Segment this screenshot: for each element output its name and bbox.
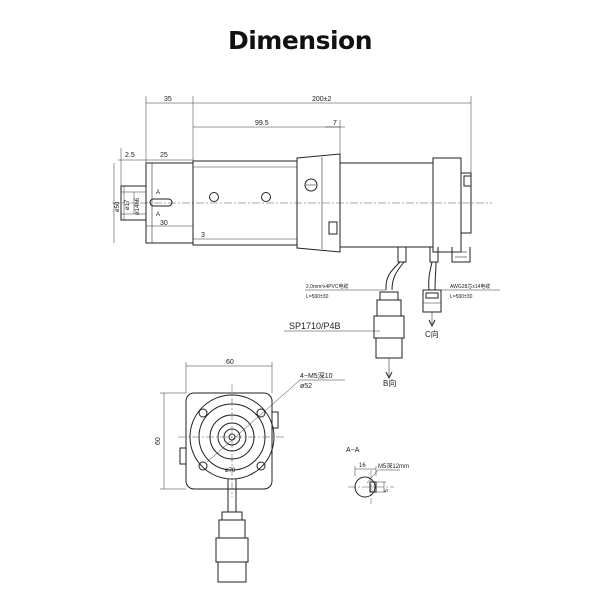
bottom-connector-head [217, 561, 247, 583]
bolt-head [209, 192, 219, 202]
dim-25-label: 25 [160, 152, 168, 159]
dim-5-label: 5 [384, 489, 390, 492]
mount-hole [256, 408, 266, 418]
dim-60-top-label: 60 [226, 359, 234, 366]
set-screw [328, 221, 338, 235]
page-title: Dimension [227, 26, 373, 55]
side-boss [271, 411, 279, 429]
side-dimensions: 35 200±2 99.5 7 2.5 25 30 3 A A ø50 ø17 … [113, 96, 472, 243]
connector-model-label: SP1710/P4B [289, 321, 341, 331]
power-cable-spec: 2.0mm²x4PVC电缆 [306, 283, 349, 290]
bottom-connector-sleeve [218, 519, 246, 539]
section-marker-a: A [156, 212, 160, 218]
encoder-cable-length: L=500±30 [450, 294, 473, 300]
view-b-label: B向 [383, 378, 396, 388]
motor-body [339, 162, 434, 248]
encoder-screw [463, 175, 472, 187]
motor-rear-cover [460, 172, 472, 234]
encoder-gland [429, 247, 439, 263]
dim-3-label: 3 [201, 232, 205, 239]
dim-200-label: 200±2 [312, 96, 332, 103]
dim-phi17-label: ø17 [125, 199, 131, 210]
encoder-cable [428, 261, 433, 291]
connector-housing [451, 247, 471, 263]
dim-16-label: 16 [359, 463, 366, 469]
dim-phi52-label: ø52 [300, 383, 312, 390]
view-c-label: C向 [425, 329, 439, 339]
dim-7-label: 7 [333, 120, 337, 127]
dim-phi70-label: ø70 [225, 468, 236, 474]
mount-hole [198, 461, 208, 471]
section-a-a: A−A 16 M5深12mm 5 [346, 447, 409, 504]
connector-b-body [373, 315, 405, 339]
dim-phi14-label: ø14h6 [135, 197, 141, 215]
dim-phi50-label: ø50 [115, 201, 121, 212]
side-view [112, 153, 492, 380]
dim-30-label: 30 [160, 220, 168, 227]
dim-60-side-label: 60 [155, 437, 162, 445]
power-gland [397, 247, 407, 263]
front-view: 60 60 4−M5深10 ø52 ø70 [155, 359, 345, 583]
power-cable [385, 261, 401, 291]
dim-2-5-label: 2.5 [125, 152, 135, 159]
bottom-connector-body [215, 537, 249, 563]
coupling-housing [296, 153, 341, 253]
shaft-section [354, 476, 376, 498]
side-boss [179, 447, 187, 465]
cable-callouts: 2.0mm²x4PVC电缆 L=500±30 AWG28芯x14电缆 L=500… [284, 283, 500, 388]
dim-35-label: 35 [164, 96, 172, 103]
connector-b-head [375, 337, 403, 359]
power-cable-length: L=500±30 [306, 294, 329, 300]
mount-hole [256, 461, 266, 471]
mount-hole [198, 408, 208, 418]
bolt-spec-label: 4−M5深10 [300, 371, 333, 380]
section-marker-a: A [156, 190, 160, 196]
connector-b-sleeve [376, 299, 402, 317]
keyway [149, 198, 173, 207]
motor-end-cap [432, 157, 462, 253]
front-flange-square [185, 392, 273, 490]
thread-spec-label: M5深12mm [378, 462, 409, 470]
key-section [369, 481, 377, 493]
encoder-cable-spec: AWG28芯x14电缆 [450, 283, 490, 290]
connector-b-nut [379, 291, 399, 301]
section-title: A−A [346, 447, 360, 454]
dim-99-5-label: 99.5 [255, 120, 269, 127]
screw-head [304, 178, 318, 192]
bolt-head [261, 192, 271, 202]
bottom-connector-nut [221, 511, 243, 521]
